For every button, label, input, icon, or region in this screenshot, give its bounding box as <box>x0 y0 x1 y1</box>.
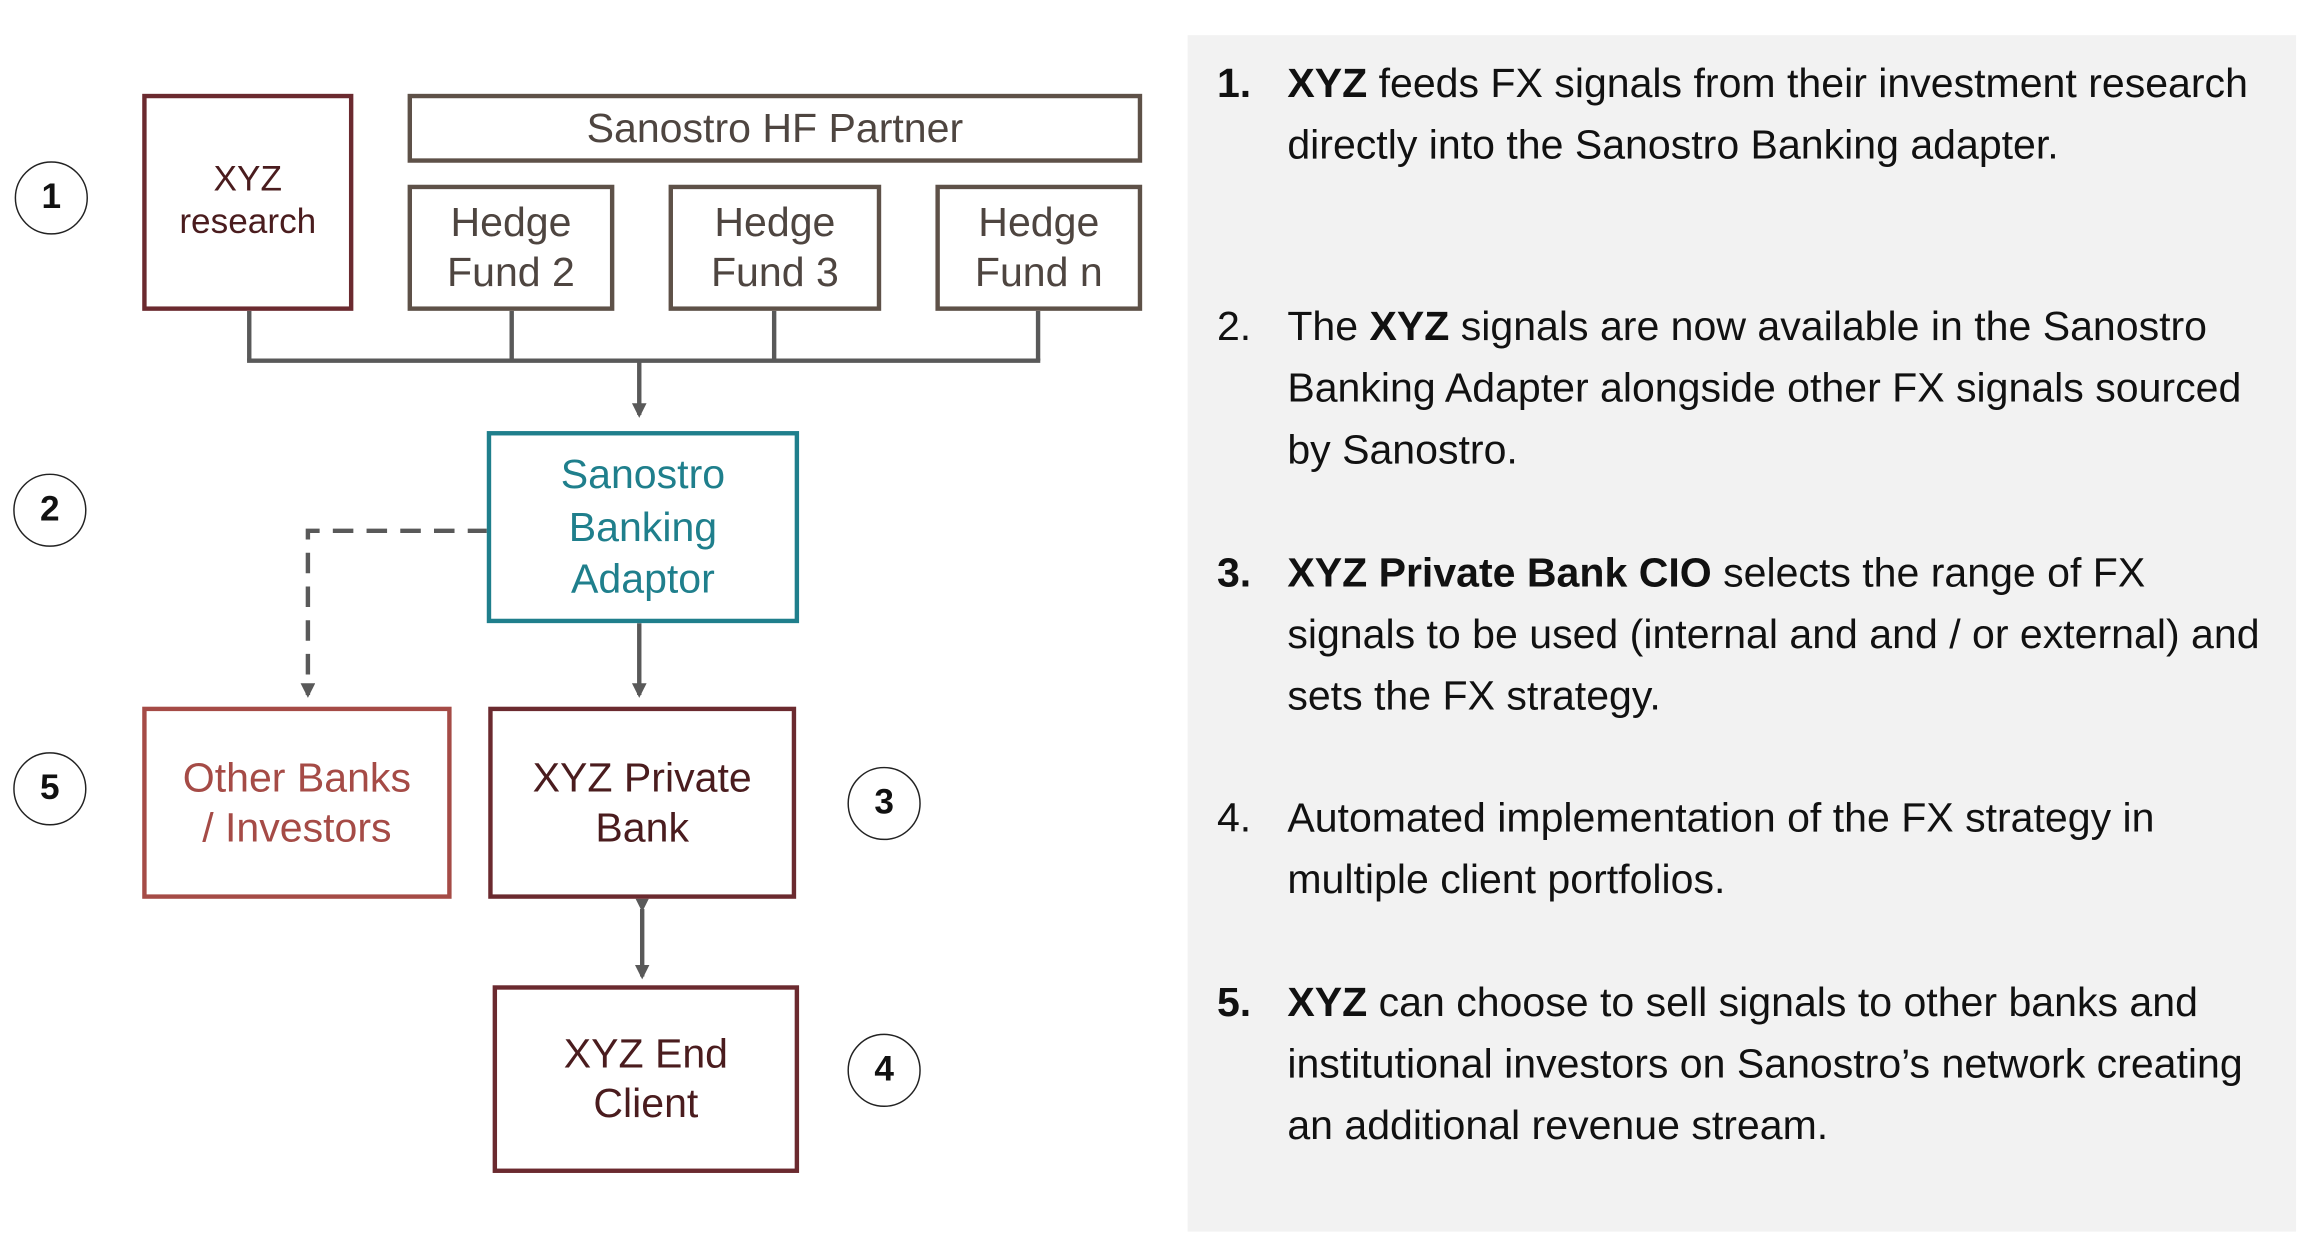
node-other-banks-line-1: Other Banks <box>182 754 411 801</box>
step-2-text: The XYZ signals are now available in the… <box>1287 296 2269 481</box>
step-3-bold: XYZ Private Bank CIO <box>1287 549 1712 596</box>
marker-4: 4 <box>847 1033 921 1107</box>
node-xyz-research-line-2: research <box>179 202 317 242</box>
marker-5: 5 <box>13 752 87 826</box>
node-hedge-fund-n-line-1: Hedge <box>978 199 1100 246</box>
step-5-text: XYZ can choose to sell signals to other … <box>1287 972 2269 1157</box>
node-xyz-research: XYZ research <box>142 93 354 311</box>
node-hedge-fund-2-line-2: Fund 2 <box>447 249 575 295</box>
step-2-pre: The <box>1287 303 1370 349</box>
node-hf-partner: Sanostro HF Partner <box>407 93 1143 163</box>
marker-1: 1 <box>14 161 88 235</box>
step-5-body: can choose to sell signals to other bank… <box>1287 979 2243 1149</box>
step-1-bold: XYZ <box>1287 60 1368 106</box>
step-4-text: Automated implementation of the FX strat… <box>1287 794 2155 902</box>
step-1-body: feeds FX signals from their investment r… <box>1287 60 2248 168</box>
step-1-number: 1. <box>1216 60 1252 106</box>
step-3-number: 3. <box>1216 549 1252 596</box>
node-hf-partner-label: Sanostro HF Partner <box>586 105 964 151</box>
node-banking-adaptor-line-1: Sanostro <box>560 451 726 497</box>
node-other-banks: Other Banks / Investors <box>142 706 452 899</box>
node-end-client: XYZ End Client <box>492 985 800 1173</box>
node-end-client-line-1: XYZ End <box>563 1031 729 1077</box>
node-hedge-fund-n: Hedge Fund n <box>935 184 1143 311</box>
step-5-number: 5. <box>1216 979 1252 1025</box>
node-private-bank-line-1: XYZ Private <box>532 754 752 801</box>
node-banking-adaptor: Sanostro Banking Adaptor <box>486 431 800 624</box>
step-2-body: signals are now available in the Sanostr… <box>1287 303 2242 473</box>
node-banking-adaptor-line-3: Adaptor <box>571 556 715 602</box>
node-hedge-fund-2-line-1: Hedge <box>450 199 572 246</box>
steps-panel: 1. XYZ feeds FX signals from their inves… <box>1187 35 2297 1232</box>
node-other-banks-line-2: / Investors <box>202 804 392 850</box>
node-hedge-fund-2: Hedge Fund 2 <box>407 184 615 311</box>
node-private-bank-line-2: Bank <box>595 804 689 850</box>
step-5-bold: XYZ <box>1287 979 1368 1025</box>
step-2-bold: XYZ <box>1369 303 1450 349</box>
step-3-body: selects the range of FX signals to be us… <box>1287 549 2260 719</box>
step-1-text: XYZ feeds FX signals from their investme… <box>1287 53 2269 176</box>
node-hedge-fund-3-line-1: Hedge <box>714 199 836 246</box>
node-end-client-line-2: Client <box>593 1080 699 1127</box>
marker-2: 2 <box>13 473 87 547</box>
dashed-arrow-to-other-banks <box>300 528 489 698</box>
node-hedge-fund-n-line-2: Fund n <box>974 249 1103 295</box>
step-2-number: 2. <box>1216 303 1252 349</box>
step-4-number: 4. <box>1216 794 1252 841</box>
connectors <box>247 310 1041 980</box>
node-xyz-research-line-1: XYZ <box>213 160 283 200</box>
node-hedge-fund-3: Hedge Fund 3 <box>668 184 882 311</box>
node-hedge-fund-3-line-2: Fund 3 <box>710 249 839 295</box>
step-3-text: XYZ Private Bank CIO selects the range o… <box>1287 542 2269 727</box>
marker-3: 3 <box>847 766 921 841</box>
node-private-bank: XYZ Private Bank <box>488 706 797 899</box>
node-banking-adaptor-line-2: Banking <box>568 503 718 550</box>
